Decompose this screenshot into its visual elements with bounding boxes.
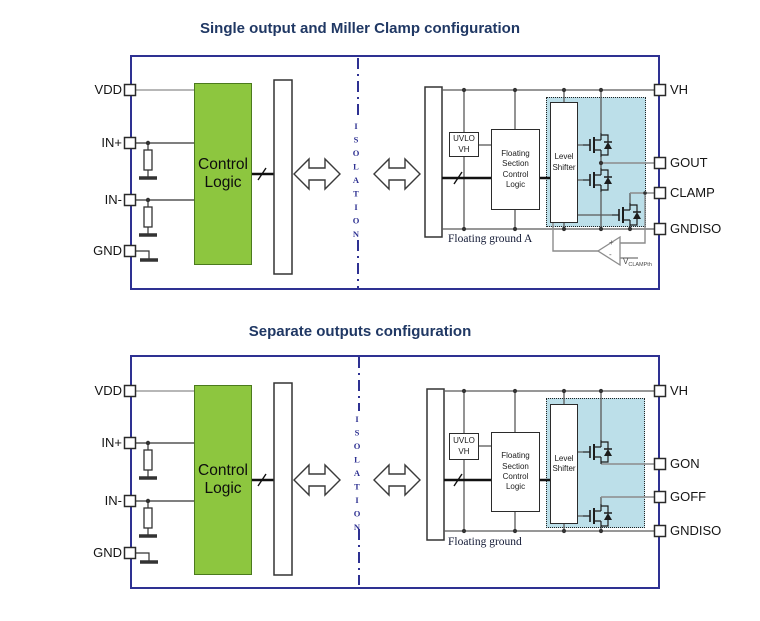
diagram1-floating-section-block: Floating Section Control Logic	[491, 129, 540, 210]
pin-label-gndiso: GNDISO	[670, 221, 722, 236]
diagram1-floating-ground-label: Floating ground A	[448, 233, 533, 245]
pin-label-goff: GOFF	[670, 489, 707, 504]
control-logic-label: Control Logic	[198, 155, 248, 191]
diagram2-level-shifter-block: Level Shifter	[550, 404, 578, 524]
pin-icon	[653, 524, 667, 538]
pin-label-gnd: GND	[93, 545, 122, 560]
bidirectional-arrow-icon	[373, 158, 421, 190]
pin-icon	[653, 222, 667, 236]
mosfet-icon	[582, 132, 613, 158]
resistor-icon	[143, 449, 153, 471]
pin-icon	[653, 490, 667, 504]
resistor-icon	[143, 206, 153, 228]
pin-icon	[653, 186, 667, 200]
pin-icon	[653, 457, 667, 471]
diagram1-level-shifter-block: Level Shifter	[550, 102, 578, 223]
pin-label-vdd: VDD	[94, 82, 122, 97]
bidirectional-arrow-icon	[293, 464, 341, 496]
isolation-barrier	[426, 388, 445, 541]
pin-label-vdd: VDD	[94, 383, 122, 398]
pin-label-vh: VH	[670, 82, 689, 97]
bus-slash-icon	[453, 473, 463, 487]
pin-label-gon: GON	[670, 456, 700, 471]
comparator-plus-sign: +	[609, 238, 614, 247]
diagram1-outer-box	[130, 55, 660, 290]
pin-icon	[653, 384, 667, 398]
pin-label-gnd: GND	[93, 243, 122, 258]
level-shifter-label: Level Shifter	[552, 152, 576, 172]
pin-label-clamp: CLAMP	[670, 185, 715, 200]
mosfet-icon	[582, 167, 613, 193]
resistor-icon	[143, 507, 153, 529]
vclampth-label: VCLAMPth	[623, 257, 652, 268]
diagram2-outer-box	[130, 355, 660, 589]
uvlo-label: UVLO VH	[453, 134, 475, 154]
uvlo-label: UVLO VH	[453, 436, 475, 456]
resistor-icon	[143, 149, 153, 171]
isolation-barrier	[273, 382, 293, 576]
pin-icon	[123, 244, 137, 258]
bidirectional-arrow-icon	[373, 464, 421, 496]
pin-label-in-plus: IN+	[101, 435, 122, 450]
pin-icon	[123, 494, 137, 508]
level-shifter-label: Level Shifter	[552, 453, 576, 473]
pin-icon	[123, 136, 137, 150]
pin-icon	[123, 384, 137, 398]
pin-label-in-minus: IN-	[104, 192, 122, 207]
bus-slash-icon	[257, 473, 267, 487]
pin-label-in-plus: IN+	[101, 135, 122, 150]
pin-icon	[123, 83, 137, 97]
comparator-minus-sign: -	[609, 250, 612, 259]
pin-icon	[653, 83, 667, 97]
isolation-barrier	[273, 79, 293, 275]
diagram2-uvlo-block: UVLO VH	[449, 433, 479, 460]
diagram1-wires	[123, 58, 667, 288]
control-logic-label: Control Logic	[198, 461, 248, 497]
bus-slash-icon	[257, 167, 267, 181]
diagram2-control-logic-block: Control Logic	[194, 385, 252, 575]
isolation-barrier	[424, 86, 443, 238]
pin-icon	[123, 546, 137, 560]
pin-label-gndiso: GNDISO	[670, 523, 722, 538]
comparator-icon	[596, 235, 621, 267]
pin-icon	[123, 436, 137, 450]
diagram1-isolation-label: ISOLATION	[351, 121, 361, 243]
diagram2-floating-ground-label: Floating ground	[448, 536, 522, 548]
mosfet-icon	[611, 202, 642, 228]
bidirectional-arrow-icon	[293, 158, 341, 190]
diagram1-control-logic-block: Control Logic	[194, 83, 252, 265]
pin-label-vh: VH	[670, 383, 689, 398]
pin-icon	[123, 193, 137, 207]
diagram2-floating-section-block: Floating Section Control Logic	[491, 432, 540, 512]
pin-label-in-minus: IN-	[104, 493, 122, 508]
pin-label-gout: GOUT	[670, 155, 708, 170]
floating-section-label: Floating Section Control Logic	[501, 148, 530, 189]
bus-slash-icon	[453, 171, 463, 185]
floating-section-label: Floating Section Control Logic	[501, 451, 530, 492]
diagram2-title: Separate outputs configuration	[248, 323, 472, 340]
mosfet-icon	[582, 503, 613, 529]
diagram1-uvlo-block: UVLO VH	[449, 132, 479, 157]
mosfet-icon	[582, 439, 613, 465]
diagram2-wires	[123, 357, 667, 585]
diagram2-isolation-label: ISOLATION	[352, 414, 362, 536]
diagram1-title: Single output and Miller Clamp configura…	[200, 20, 520, 37]
pin-icon	[653, 156, 667, 170]
